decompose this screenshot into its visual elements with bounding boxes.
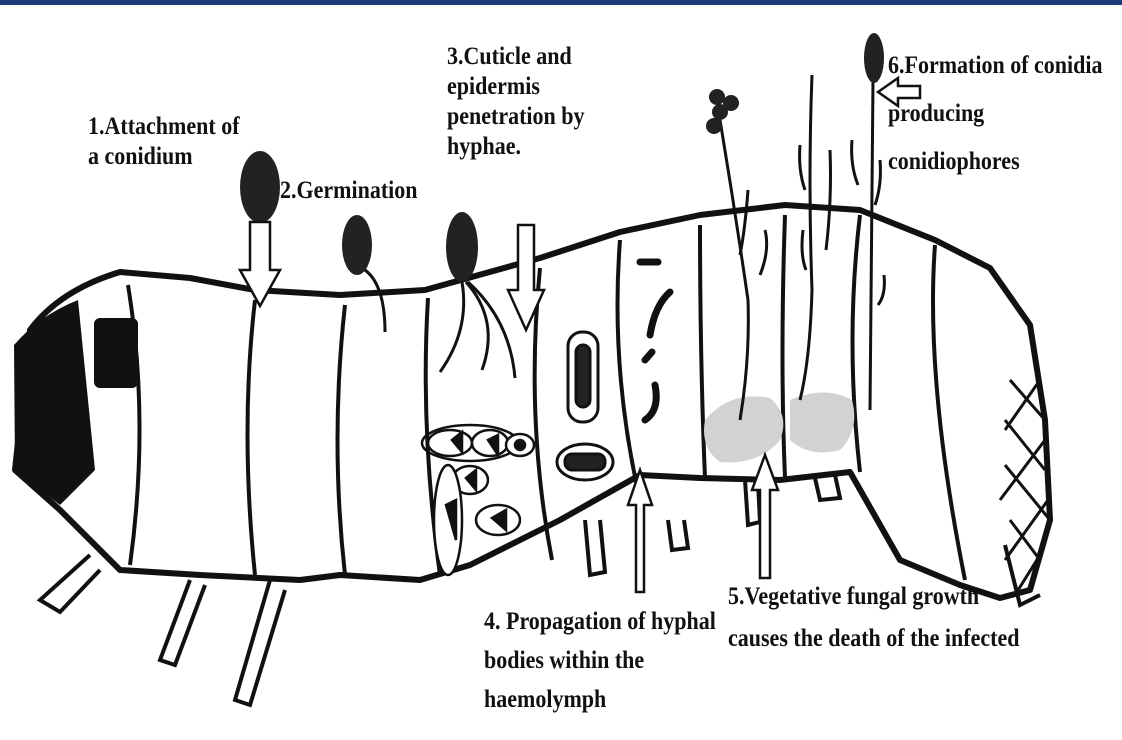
label-step6-conidia: 6.Formation of conidia producing conidio…: [888, 42, 1103, 186]
conidium-attached: [240, 151, 280, 223]
larva-eye-spot: [94, 318, 138, 388]
arrow-step4: [628, 470, 652, 592]
hyphal-bodies-cluster: [422, 425, 534, 575]
fungal-mass: [704, 393, 854, 463]
hyphal-bodies-segment6: [557, 332, 613, 480]
label-step4-propagation: 4. Propagation of hyphal bodies within t…: [484, 602, 716, 719]
label-step5-growth: 5.Vegetative fungal growth causes the de…: [728, 576, 1019, 660]
label-step2-germination: 2.Germination: [280, 176, 418, 206]
conidiophores: [720, 75, 884, 420]
arrow-step5: [752, 455, 778, 578]
larva-head-dark: [14, 300, 95, 505]
label-step1-attachment: 1.Attachment of a conidium: [88, 112, 240, 172]
conidium-penetrating: [440, 212, 515, 378]
hyphal-fragments-segment7: [640, 262, 670, 420]
label-step3-penetration: 3.Cuticle and epidermis penetration by h…: [447, 42, 585, 162]
conidium-germinating: [342, 215, 385, 332]
conidia-clusters: [706, 33, 884, 134]
